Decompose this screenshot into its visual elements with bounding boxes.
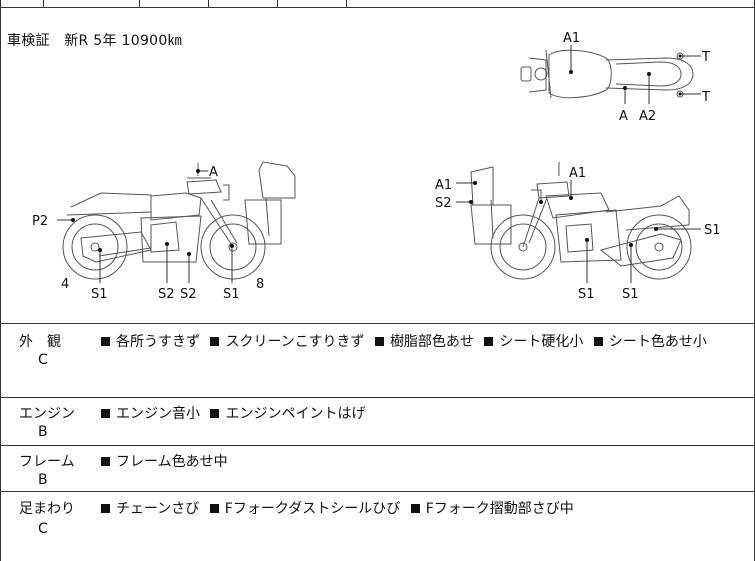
section-grade: C	[38, 352, 48, 368]
strip-cell	[1, 0, 44, 7]
label-top-t1: T	[701, 50, 710, 65]
strip-cell	[277, 0, 347, 7]
section-name: エンジン	[19, 406, 75, 422]
strip-cell	[43, 0, 140, 7]
section-name: フレーム	[19, 454, 75, 470]
label-right-s1a: S1	[578, 287, 595, 302]
label-left-4: 4	[61, 277, 69, 292]
section-items: フレーム色あせ中	[101, 451, 234, 471]
section-frame: フレーム B フレーム色あせ中	[1, 445, 755, 491]
strip-cell	[208, 0, 278, 7]
black-square-icon	[101, 337, 110, 346]
leader-lines	[57, 45, 701, 283]
list-item: Fフォークダストシールひび	[224, 501, 401, 517]
label-left-s2b: S2	[180, 287, 197, 302]
label-left-s1b: S1	[223, 287, 240, 302]
black-square-icon	[210, 409, 220, 418]
list-item: エンジン音小	[116, 406, 200, 422]
label-right-s2: S2	[435, 196, 452, 211]
label-left-s2a: S2	[158, 287, 175, 302]
label-right-a1b: A1	[569, 166, 586, 181]
damage-markers	[71, 54, 682, 256]
motorcycle-right-view	[470, 162, 692, 280]
inspection-info: 車検証 新R 5年 10900㎞	[7, 33, 182, 49]
list-item: 樹脂部色あせ	[389, 334, 474, 350]
list-item: スクリーンこすりきず	[225, 334, 365, 350]
table-top-strip	[1, 0, 755, 8]
section-exterior: 外 観 C 各所うすきず スクリーンこすりきず 樹脂部色あせ シート硬化小 シー…	[1, 323, 755, 397]
label-left-8: 8	[256, 277, 264, 292]
strip-cell	[139, 0, 209, 7]
list-item: Fフォーク摺動部さび中	[425, 501, 574, 517]
label-top-a1: A1	[563, 31, 580, 46]
label-right-a1a: A1	[435, 178, 452, 193]
section-suspension: 足まわり C チェーンさび Fフォークダストシールひび Fフォーク摺動部さび中	[1, 491, 755, 561]
label-right-s1b: S1	[622, 287, 639, 302]
list-item: エンジンペイントはげ	[225, 406, 366, 422]
list-item: フレーム色あせ中	[116, 454, 228, 470]
label-top-a: A	[619, 109, 628, 124]
label-left-s1a: S1	[91, 287, 108, 302]
motorcycle-left-view	[62, 161, 296, 280]
section-grade: C	[38, 521, 48, 537]
list-item: 各所うすきず	[116, 334, 200, 350]
section-name: 足まわり	[19, 501, 75, 517]
motorcycle-top-view	[520, 49, 694, 99]
section-items: エンジン音小 エンジンペイントはげ	[101, 403, 371, 423]
motorcycle-diagram: A1 T T A A2 A P2 4 S1 S2 S2 S1 8 A1 A1 S…	[32, 31, 721, 302]
black-square-icon	[101, 409, 110, 418]
label-top-a2: A2	[639, 109, 656, 124]
black-square-icon	[210, 337, 220, 346]
section-name: 外 観	[19, 334, 61, 350]
section-grade: B	[38, 424, 48, 440]
label-top-t2: T	[701, 90, 710, 105]
label-left-p2: P2	[32, 214, 48, 229]
list-item: チェーンさび	[116, 501, 200, 517]
diagram-labels: A1 T T A A2 A P2 4 S1 S2 S2 S1 8 A1 A1 S…	[32, 31, 721, 302]
list-item: シート硬化小	[499, 334, 584, 350]
label-right-s1c: S1	[704, 223, 721, 238]
label-left-a: A	[209, 165, 218, 180]
section-engine: エンジン B エンジン音小 エンジンペイントはげ	[1, 397, 755, 445]
section-items: 各所うすきず スクリーンこすりきず 樹脂部色あせ シート硬化小 シート色あせ小	[101, 331, 713, 351]
section-grade: B	[38, 472, 48, 488]
section-items: チェーンさび Fフォークダストシールひび Fフォーク摺動部さび中	[101, 498, 580, 518]
black-square-icon	[101, 457, 110, 466]
list-item: シート色あせ小	[608, 334, 707, 350]
black-square-icon	[593, 337, 603, 346]
black-square-icon	[374, 337, 384, 346]
black-square-icon	[410, 504, 420, 513]
black-square-icon	[101, 504, 110, 513]
black-square-icon	[209, 504, 219, 513]
black-square-icon	[484, 337, 494, 346]
